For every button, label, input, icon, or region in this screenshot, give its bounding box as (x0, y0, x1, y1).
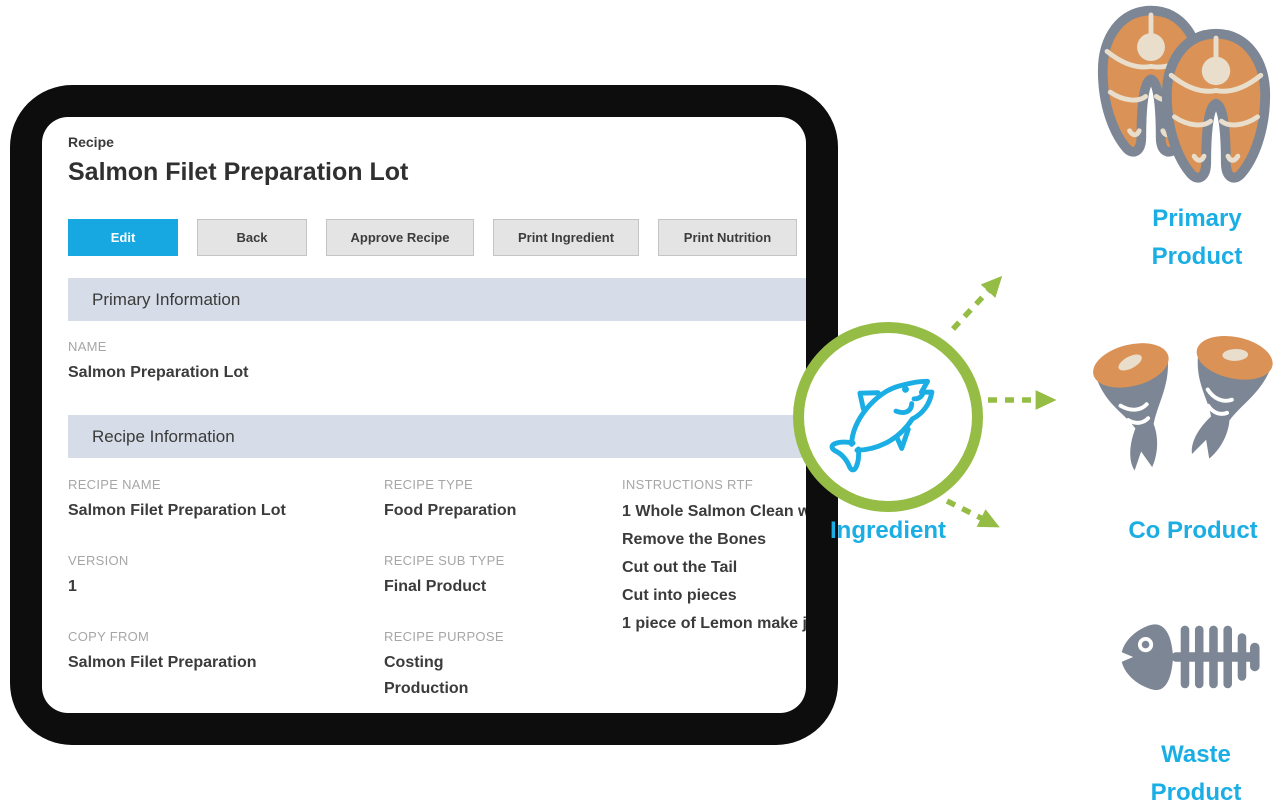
field-label: RECIPE PURPOSE (384, 629, 504, 644)
field-value: Salmon Preparation Lot (68, 364, 249, 381)
field-value: Production (384, 680, 469, 697)
back-button[interactable]: Back (197, 219, 307, 256)
salmon-steaks-icon (1092, 2, 1280, 194)
field-instructions-rtf: INSTRUCTIONS RTF 1 Whole Salmon Clean w Re… (622, 477, 806, 638)
field-label: VERSION (68, 553, 129, 568)
field-recipe-type: RECIPE TYPE Food Preparation (384, 477, 610, 524)
approve-recipe-button[interactable]: Approve Recipe (326, 219, 474, 256)
field-label: RECIPE SUB TYPE (384, 553, 505, 568)
page-title: Salmon Filet Preparation Lot (68, 158, 409, 186)
field-value: Food Preparation (384, 502, 517, 519)
primary-product-label: Primary Product (1102, 200, 1280, 276)
co-product-label-line1: Co Product (1128, 517, 1258, 544)
section-header-primary-information: Primary Information (68, 278, 806, 321)
section-header-recipe-information: Recipe Information (68, 415, 806, 458)
field-recipe-sub-type: RECIPE SUB TYPE Final Product (384, 553, 610, 600)
field-copy-from: COPY FROM Salmon Filet Preparation (68, 629, 368, 676)
print-ingredient-button[interactable]: Print Ingredient (493, 219, 639, 256)
field-recipe-name: RECIPE NAME Salmon Filet Preparation Lot (68, 477, 368, 524)
field-label: RECIPE TYPE (384, 477, 474, 492)
waste-product-label-line1: Waste (1161, 741, 1231, 768)
breadcrumb: Recipe (68, 134, 114, 150)
ingredient-circle (793, 322, 983, 512)
fish-skeleton-icon (1118, 618, 1270, 694)
field-value: Salmon Filet Preparation (68, 654, 257, 671)
fish-tail-cuts-icon (1093, 331, 1275, 481)
recipe-info-column-3: INSTRUCTIONS RTF 1 Whole Salmon Clean w Re… (622, 477, 806, 667)
field-label: INSTRUCTIONS RTF (622, 477, 753, 492)
field-value: 1 (68, 578, 77, 595)
tablet-frame: Recipe Salmon Filet Preparation Lot Edit… (10, 85, 838, 745)
field-value: 1 Whole Salmon Clean w (622, 503, 806, 520)
fish-tail-cut-left-icon (1093, 343, 1169, 471)
primary-information-fields: NAME Salmon Preparation Lot (68, 339, 806, 386)
primary-product-label-line1: Primary (1152, 205, 1242, 232)
ingredient-label: Ingredient (829, 517, 946, 544)
field-value: Costing (384, 654, 444, 671)
recipe-screen: Recipe Salmon Filet Preparation Lot Edit… (42, 117, 806, 713)
field-value: Cut out the Tail (622, 559, 738, 576)
arrow-to-primary-product (950, 275, 1003, 331)
field-label: NAME (68, 339, 107, 354)
fish-tail-cut-right-icon (1191, 335, 1273, 459)
field-value: Cut into pieces (622, 587, 737, 604)
salmon-steak-front-icon (1161, 28, 1271, 183)
waste-product-label-line2: Product (1150, 779, 1242, 804)
fish-skeleton-glyph (1121, 624, 1260, 691)
field-label: RECIPE NAME (68, 477, 161, 492)
print-nutrition-button[interactable]: Print Nutrition (658, 219, 797, 256)
edit-button[interactable]: Edit (68, 219, 178, 256)
waste-product-label: Waste Product (1101, 736, 1280, 804)
salmon-fish-icon (829, 378, 935, 473)
field-version: VERSION 1 (68, 553, 368, 600)
field-name: NAME Salmon Preparation Lot (68, 339, 806, 386)
field-value: Salmon Filet Preparation Lot (68, 502, 286, 519)
toolbar: Edit Back Approve Recipe Print Ingredient Pr… (68, 219, 806, 256)
field-value: 1 piece of Lemon make j (622, 615, 806, 632)
primary-product-label-line2: Product (1151, 243, 1243, 270)
field-value: Final Product (384, 578, 487, 595)
field-label: COPY FROM (68, 629, 150, 644)
field-value: Remove the Bones (622, 531, 767, 548)
co-product-label: Co Product (1093, 512, 1280, 550)
